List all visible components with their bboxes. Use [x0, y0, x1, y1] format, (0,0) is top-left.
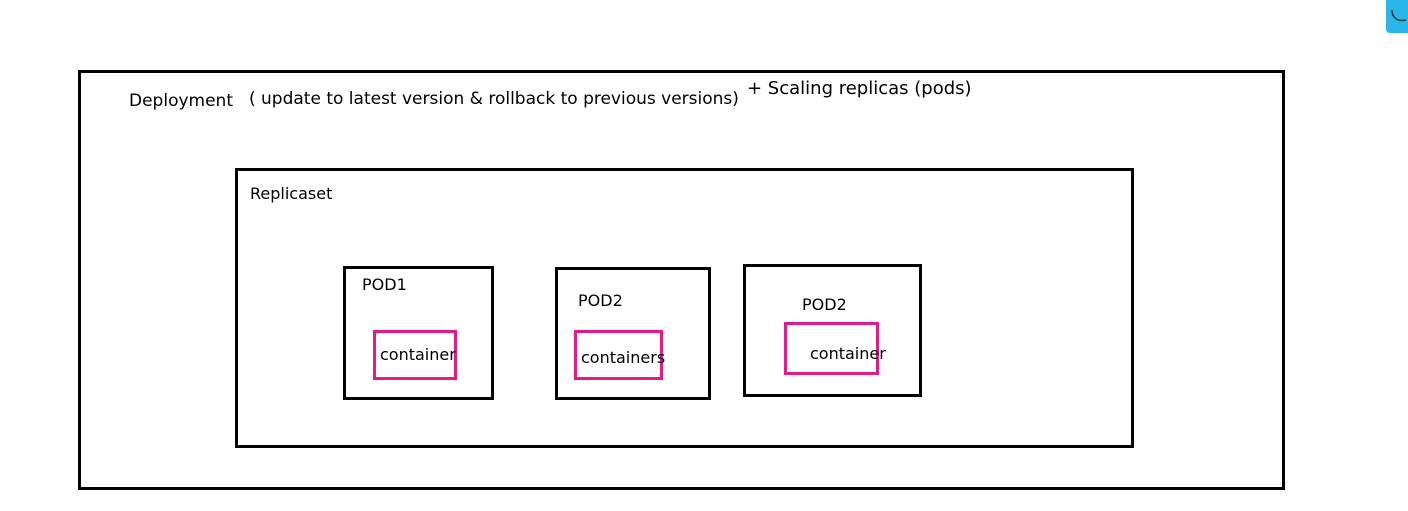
container-label: container: [810, 344, 886, 363]
pod-box: [743, 264, 922, 397]
pod-label: POD2: [578, 291, 623, 310]
scaling-note: + Scaling replicas (pods): [747, 78, 972, 99]
deployment-note: ( update to latest version & rollback to…: [249, 89, 739, 109]
container-box: [784, 322, 879, 375]
container-label: container: [380, 345, 456, 364]
replicaset-box: [235, 168, 1134, 448]
container-box: [574, 330, 663, 380]
deployment-box: [78, 70, 1285, 490]
pod-label: POD1: [362, 275, 407, 294]
deployment-label: Deployment: [129, 91, 233, 111]
container-label: containers: [581, 348, 666, 367]
app-corner-icon[interactable]: [1386, 0, 1408, 33]
pod-label: POD2: [802, 295, 847, 314]
container-box: [373, 330, 457, 380]
pod-box: [343, 266, 494, 400]
pod-box: [555, 267, 711, 400]
replicaset-label: Replicaset: [250, 184, 333, 203]
